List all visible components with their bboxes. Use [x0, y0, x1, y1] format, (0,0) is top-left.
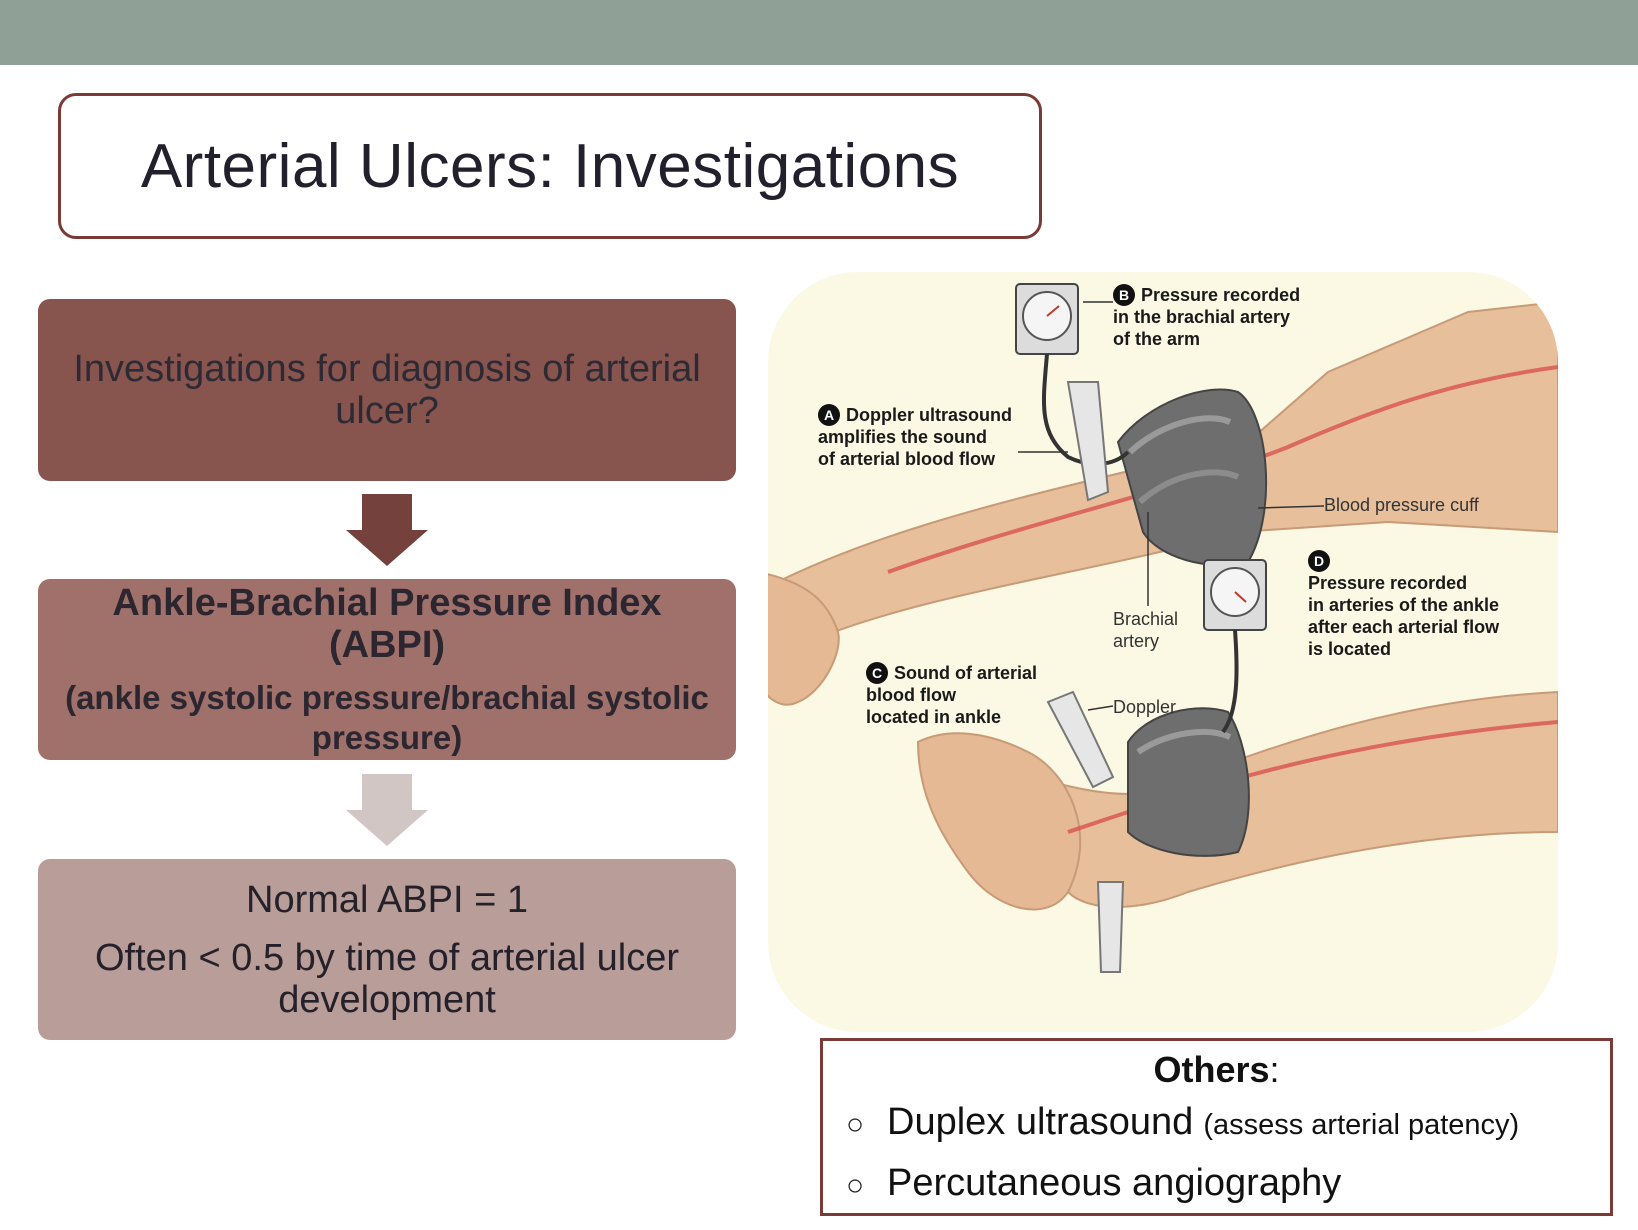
title-box: Arterial Ulcers: Investigations	[58, 93, 1042, 239]
badge-b: B	[1113, 284, 1135, 306]
label-b-text: Pressure recorded in the brachial artery…	[1113, 285, 1301, 349]
circle-bullet-icon: ○	[845, 1169, 865, 1202]
badge-a: A	[818, 404, 840, 426]
label-d-text: Pressure recorded in arteries of the ank…	[1308, 573, 1500, 659]
list-item: ○ Duplex ultrasound (assess arterial pat…	[823, 1101, 1610, 1162]
others-box: Others: ○ Duplex ultrasound (assess arte…	[820, 1038, 1613, 1216]
circle-bullet-icon: ○	[845, 1108, 865, 1141]
flow-box-normal-values: Normal ABPI = 1 Often < 0.5 by time of a…	[38, 859, 736, 1040]
ulcer-abpi-text: Often < 0.5 by time of arterial ulcer de…	[95, 936, 679, 1021]
abpi-formula: (ankle systolic pressure/brachial systol…	[65, 678, 709, 756]
others-heading: Others:	[823, 1049, 1610, 1091]
abpi-heading: Ankle-Brachial Pressure Index (ABPI)	[112, 581, 662, 666]
flow-box-question: Investigations for diagnosis of arterial…	[38, 299, 736, 481]
item-main: Duplex ultrasound	[887, 1101, 1194, 1143]
label-brachial: Brachial artery	[1113, 609, 1179, 651]
others-heading-colon: :	[1269, 1049, 1280, 1090]
badge-d: D	[1308, 550, 1330, 572]
question-text: Investigations for diagnosis of arterial…	[73, 348, 701, 432]
top-band	[0, 0, 1638, 65]
down-arrow-icon	[346, 774, 428, 846]
list-item: ○ Percutaneous angiography	[823, 1162, 1610, 1223]
label-cuff: Blood pressure cuff	[1324, 495, 1479, 515]
illustration-drawing	[768, 283, 1558, 973]
item-main: Percutaneous angiography	[887, 1162, 1342, 1204]
item-note: (assess arterial patency)	[1203, 1109, 1520, 1141]
down-arrow-icon	[346, 494, 428, 566]
badge-c: C	[866, 662, 888, 684]
slide-title: Arterial Ulcers: Investigations	[140, 131, 960, 201]
label-doppler: Doppler	[1113, 697, 1177, 717]
others-list: ○ Duplex ultrasound (assess arterial pat…	[823, 1101, 1610, 1223]
others-heading-text: Others	[1153, 1049, 1270, 1090]
label-c-text: Sound of arterial blood flow located in …	[866, 663, 1038, 727]
normal-abpi-text: Normal ABPI = 1	[246, 878, 528, 921]
flow-box-abpi: Ankle-Brachial Pressure Index (ABPI) (an…	[38, 579, 736, 760]
label-a-text: Doppler ultrasound amplifies the sound o…	[818, 405, 1012, 469]
